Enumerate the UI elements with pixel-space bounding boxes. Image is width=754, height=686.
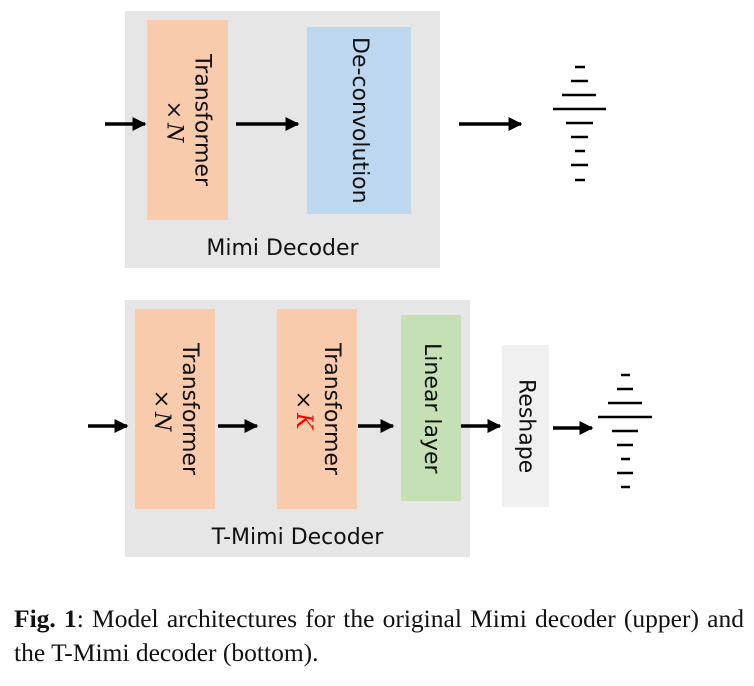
multiplier-var: N — [161, 122, 187, 143]
transformer-k-multiplier: ×K — [291, 388, 316, 430]
transformer-n-label: Transformer — [177, 342, 202, 475]
caption-text: : Model architectures for the original M… — [14, 604, 744, 667]
transformer-multiplier: ×N — [161, 97, 187, 143]
waveform-icon-lower — [598, 373, 652, 489]
t-mimi-decoder-label: T-Mimi Decoder — [211, 525, 384, 550]
figure-label: Fig. 1 — [14, 604, 77, 633]
transformer-block-upper: Transformer ×N — [147, 20, 228, 220]
deconvolution-block: De-convolution — [307, 27, 411, 214]
multiplier-var-k: K — [291, 413, 316, 430]
mimi-decoder-label: Mimi Decoder — [206, 236, 359, 261]
connectors-layer — [88, 65, 652, 489]
reshape-block: Reshape — [502, 345, 549, 507]
multiplier-var-n: N — [149, 411, 174, 432]
times-symbol: × — [161, 97, 187, 123]
times-symbol: × — [149, 386, 174, 412]
waveform-icon-upper — [553, 65, 606, 182]
linear-layer-block: Linear layer — [401, 315, 461, 501]
transformer-k-label: Transformer — [319, 342, 344, 475]
deconvolution-label: De-convolution — [347, 37, 372, 204]
linear-layer-label: Linear layer — [419, 342, 444, 474]
transformer-label: Transformer — [189, 53, 215, 186]
transformer-n-multiplier: ×N — [149, 386, 174, 432]
times-symbol: × — [291, 388, 316, 414]
transformer-n-block-lower: Transformer ×N — [135, 309, 215, 509]
figure-caption: Fig. 1: Model architectures for the orig… — [14, 602, 744, 670]
reshape-label: Reshape — [513, 378, 539, 474]
transformer-k-block: Transformer ×K — [277, 309, 357, 509]
